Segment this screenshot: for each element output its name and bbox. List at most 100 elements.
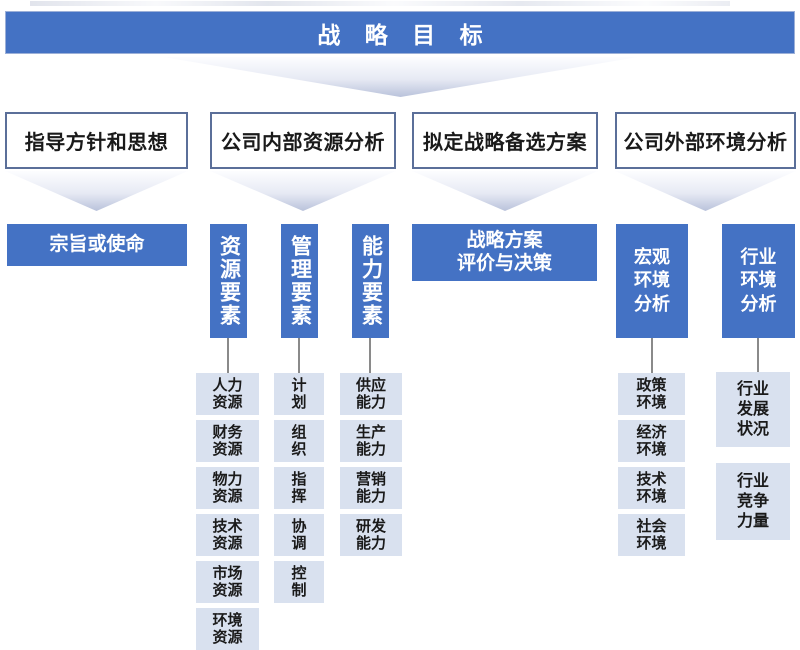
- list-item[interactable]: 经济 环境: [618, 420, 685, 462]
- connector-macro: [651, 338, 653, 373]
- list-item[interactable]: 协 调: [274, 514, 324, 556]
- list-item[interactable]: 人力 资源: [196, 373, 259, 415]
- box-industry-environment-analysis-line3: 分析: [740, 293, 777, 314]
- leaf-line2: 资源: [212, 394, 243, 411]
- box-external-environment-analysis-label: 公司外部环境分析: [623, 132, 788, 154]
- chevron-arrow-2: [210, 171, 396, 211]
- leaf-line1: 市场: [212, 564, 243, 582]
- box-strategy-evaluation-decision[interactable]: 战略方案 评价与决策: [412, 224, 597, 281]
- leaf-line1: 技术: [636, 470, 667, 488]
- leaf-line2: 制: [291, 582, 307, 599]
- box-management-elements-label: 管理要素: [288, 235, 312, 327]
- leaf-line2: 能力: [355, 394, 386, 411]
- leaf-line2: 资源: [212, 535, 243, 552]
- box-purpose-or-mission[interactable]: 宗旨或使命: [7, 224, 187, 266]
- box-guiding-policy[interactable]: 指导方针和思想: [5, 112, 188, 169]
- box-macro-environment-analysis-line2: 环境: [634, 270, 670, 291]
- list-item[interactable]: 市场 资源: [196, 561, 259, 603]
- leaf-line1: 供应: [355, 376, 386, 394]
- leaf-line1: 组: [291, 423, 307, 441]
- leaf-line1: 技术: [212, 517, 243, 535]
- list-item[interactable]: 物力 资源: [196, 467, 259, 509]
- leaf-line2: 挥: [291, 488, 307, 505]
- box-macro-environment-analysis[interactable]: 宏观 环境 分析: [616, 224, 688, 338]
- box-draft-strategy-alternatives-label: 拟定战略备选方案: [423, 132, 587, 154]
- box-resource-elements[interactable]: 资源要素: [210, 224, 247, 338]
- box-management-elements[interactable]: 管理要素: [281, 224, 318, 338]
- connector-capability: [369, 338, 371, 373]
- leaf-line2: 资源: [212, 629, 243, 646]
- strategic-goal-banner: 战 略 目 标: [5, 11, 795, 54]
- box-strategy-evaluation-decision-line2: 评价与决策: [456, 252, 552, 274]
- leaf-line2: 环境: [636, 535, 667, 552]
- list-item[interactable]: 控 制: [274, 561, 324, 603]
- box-capability-elements[interactable]: 能力要素: [352, 224, 389, 338]
- list-item[interactable]: 营销 能力: [340, 467, 402, 509]
- list-item[interactable]: 环境 资源: [196, 608, 259, 650]
- box-internal-resource-analysis-label: 公司内部资源分析: [221, 132, 385, 154]
- box-macro-environment-analysis-line3: 分析: [634, 293, 670, 314]
- leaf-line2: 织: [291, 441, 307, 458]
- scan-artifact-strip: [30, 1, 730, 6]
- list-item[interactable]: 计 划: [274, 373, 324, 415]
- leaf-line1: 行业: [736, 380, 769, 398]
- box-strategy-evaluation-decision-line1: 战略方案: [466, 230, 543, 252]
- leaf-line1: 营销: [355, 470, 386, 488]
- leaf-line1: 行业: [736, 472, 769, 490]
- chevron-arrow-4: [615, 171, 796, 211]
- leaf-line1: 控: [291, 564, 307, 582]
- box-guiding-policy-label: 指导方针和思想: [24, 132, 169, 154]
- leaf-line2: 能力: [355, 488, 386, 505]
- list-item[interactable]: 技术 资源: [196, 514, 259, 556]
- leaf-line2: 资源: [212, 488, 243, 505]
- list-item[interactable]: 供应 能力: [340, 373, 402, 415]
- chevron-arrow-3: [412, 171, 598, 211]
- connector-management: [298, 338, 300, 373]
- list-item[interactable]: 政策 环境: [618, 373, 685, 415]
- leaf-line2: 环境: [636, 394, 667, 411]
- leaf-line2: 环境: [636, 441, 667, 458]
- leaf-line2: 能力: [355, 535, 386, 552]
- chevron-arrow-1: [5, 171, 188, 211]
- box-industry-environment-analysis-line1: 行业: [740, 246, 777, 267]
- leaf-line3: 力量: [736, 512, 769, 530]
- leaf-line2: 调: [291, 535, 307, 552]
- list-item[interactable]: 指 挥: [274, 467, 324, 509]
- leaf-line1: 协: [291, 517, 307, 535]
- leaf-line1: 环境: [212, 611, 243, 629]
- box-external-environment-analysis[interactable]: 公司外部环境分析: [615, 112, 796, 169]
- leaf-line1: 计: [291, 376, 307, 394]
- leaf-line2: 划: [291, 394, 307, 411]
- leaf-line1: 社会: [636, 517, 667, 535]
- list-item[interactable]: 社会 环境: [618, 514, 685, 556]
- list-item[interactable]: 行业 发展 状况: [716, 372, 790, 447]
- leaf-line1: 生产: [355, 423, 386, 441]
- box-industry-environment-analysis[interactable]: 行业 环境 分析: [722, 224, 795, 338]
- connector-resource: [227, 338, 229, 373]
- connector-industry: [757, 338, 759, 373]
- list-item[interactable]: 研发 能力: [340, 514, 402, 556]
- list-item[interactable]: 技术 环境: [618, 467, 685, 509]
- leaf-line1: 物力: [212, 470, 243, 488]
- list-item[interactable]: 财务 资源: [196, 420, 259, 462]
- leaf-line1: 人力: [212, 376, 243, 394]
- leaf-line2: 资源: [212, 582, 243, 599]
- box-industry-environment-analysis-line2: 环境: [740, 270, 777, 291]
- leaf-line2: 环境: [636, 488, 667, 505]
- box-macro-environment-analysis-line1: 宏观: [634, 246, 670, 267]
- box-resource-elements-label: 资源要素: [217, 235, 241, 327]
- strategic-goal-label: 战 略 目 标: [317, 21, 492, 48]
- list-item[interactable]: 行业 竞争 力量: [716, 463, 790, 540]
- box-capability-elements-label: 能力要素: [359, 235, 383, 327]
- leaf-line1: 经济: [636, 423, 667, 441]
- leaf-line2: 发展: [736, 400, 769, 418]
- box-draft-strategy-alternatives[interactable]: 拟定战略备选方案: [412, 112, 598, 169]
- leaf-line1: 指: [291, 470, 307, 488]
- leaf-line2: 资源: [212, 441, 243, 458]
- box-internal-resource-analysis[interactable]: 公司内部资源分析: [210, 112, 396, 169]
- leaf-line1: 财务: [212, 423, 243, 441]
- main-chevron-arrow: [163, 57, 638, 97]
- list-item[interactable]: 生产 能力: [340, 420, 402, 462]
- list-item[interactable]: 组 织: [274, 420, 324, 462]
